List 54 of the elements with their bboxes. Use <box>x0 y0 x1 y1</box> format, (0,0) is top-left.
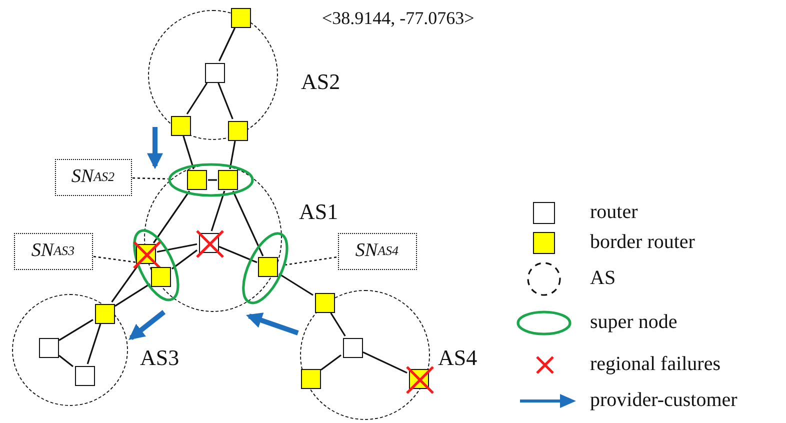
legend-label: border router <box>590 232 695 252</box>
link-line <box>320 354 342 371</box>
router-box <box>75 366 95 386</box>
border-router-box <box>301 369 321 389</box>
as-label: AS2 <box>301 71 340 93</box>
super-node-ellipse <box>242 232 288 304</box>
router-box <box>343 338 363 358</box>
border-router-box <box>95 304 115 324</box>
border-router-box <box>258 256 278 277</box>
link-line <box>208 179 217 181</box>
arrow <box>128 310 166 340</box>
router-box <box>39 338 59 358</box>
border-router-box <box>187 170 207 190</box>
link-line <box>182 136 194 170</box>
link-line <box>218 82 234 120</box>
legend-label: regional failures <box>590 354 720 374</box>
legend-label: router <box>590 202 638 222</box>
link-line <box>278 273 314 296</box>
legend-label: AS <box>590 268 616 288</box>
legend-label: provider-customer <box>590 390 738 410</box>
border-router-box <box>231 8 251 28</box>
arrow <box>246 312 299 336</box>
link-line <box>111 264 139 302</box>
leader-line <box>132 177 168 180</box>
border-router-box <box>315 293 335 313</box>
link-line <box>218 246 258 264</box>
leader-line <box>285 256 337 266</box>
link-line <box>232 190 264 256</box>
link-line <box>86 324 102 364</box>
link-line <box>186 82 208 114</box>
legend-label: super node <box>590 312 678 332</box>
link-line <box>152 190 190 244</box>
link-line <box>229 140 236 170</box>
arrow <box>147 127 163 170</box>
link-line <box>172 250 198 270</box>
as-label: AS3 <box>140 347 180 369</box>
link-line <box>58 319 94 341</box>
link-line <box>114 283 150 307</box>
link-line <box>330 312 346 336</box>
super-node-ellipse <box>168 163 254 197</box>
as-label: AS4 <box>438 347 478 369</box>
link-line <box>218 28 236 62</box>
link-line <box>156 243 198 253</box>
leader-line <box>93 256 136 263</box>
link-line <box>362 351 408 374</box>
border-router-box <box>171 116 191 136</box>
link-line <box>210 190 226 232</box>
coordinate-label: <38.9144, -77.0763> <box>322 9 474 27</box>
border-router-box <box>218 170 238 190</box>
link-line <box>58 354 74 368</box>
as-label: AS1 <box>299 201 338 223</box>
border-router-box <box>228 121 248 141</box>
border-router-box <box>151 267 171 287</box>
router-box <box>205 63 225 83</box>
